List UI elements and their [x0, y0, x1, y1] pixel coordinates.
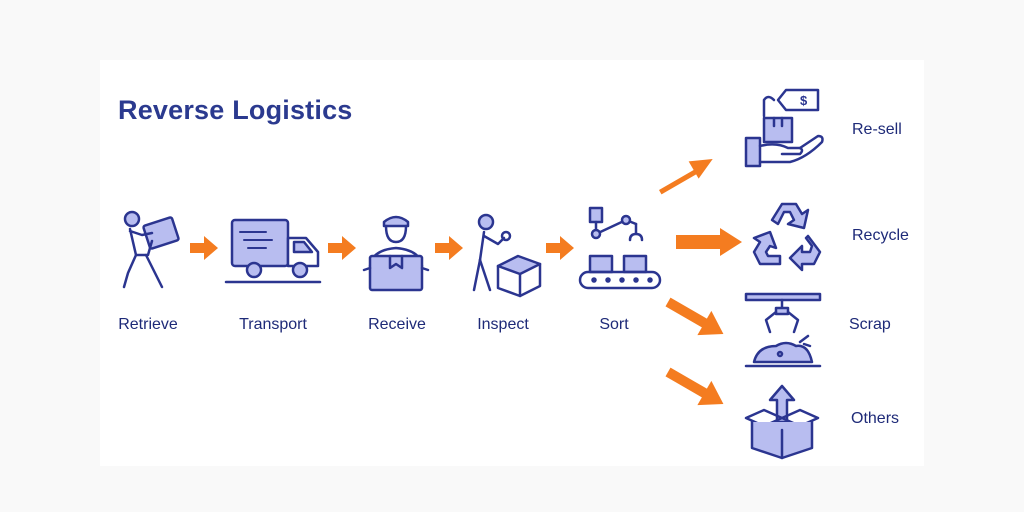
diagram-title: Reverse Logistics: [118, 95, 353, 125]
delivery-truck-icon: [224, 218, 322, 284]
branch-arrow-resell: [659, 159, 713, 195]
outcome-resell: $: [742, 86, 826, 170]
open-box-arrow-up-icon: [744, 384, 820, 460]
step-inspect: [462, 210, 552, 300]
outcome-label-recycle: Recycle: [852, 227, 909, 244]
branch-arrow-others: [665, 367, 724, 406]
flow-arrow-2: [328, 236, 356, 260]
person-carrying-box-icon: [122, 210, 180, 289]
hand-with-price-tag-icon: $: [744, 88, 824, 168]
step-label-sort: Sort: [599, 316, 629, 333]
step-label-receive: Receive: [368, 316, 426, 333]
step-transport: [222, 212, 322, 287]
inspector-with-box-icon: [472, 213, 542, 298]
outcome-others: [742, 382, 824, 460]
branch-arrow-scrap: [665, 297, 724, 336]
flow-arrow-4: [546, 236, 574, 260]
claw-scrap-pile-icon: [744, 292, 822, 368]
recycle-icon: [752, 202, 822, 272]
outcome-label-scrap: Scrap: [849, 316, 891, 333]
step-label-retrieve: Retrieve: [118, 316, 178, 333]
outcome-recycle: [750, 200, 826, 272]
step-label-transport: Transport: [239, 316, 307, 333]
outcome-scrap: [742, 290, 824, 368]
step-retrieve: [112, 205, 192, 300]
branch-arrow-recycle: [676, 228, 742, 256]
robot-arm-conveyor-icon: [578, 206, 662, 290]
step-label-inspect: Inspect: [477, 316, 529, 333]
step-sort: [576, 206, 666, 296]
outcome-label-resell: Re-sell: [852, 121, 902, 138]
step-receive: [356, 210, 436, 300]
outcome-label-others: Others: [851, 410, 900, 427]
flow-arrow-1: [190, 236, 218, 260]
worker-holding-box-icon: [362, 215, 430, 292]
flow-arrow-3: [435, 236, 463, 260]
svg-text:$: $: [800, 93, 808, 108]
